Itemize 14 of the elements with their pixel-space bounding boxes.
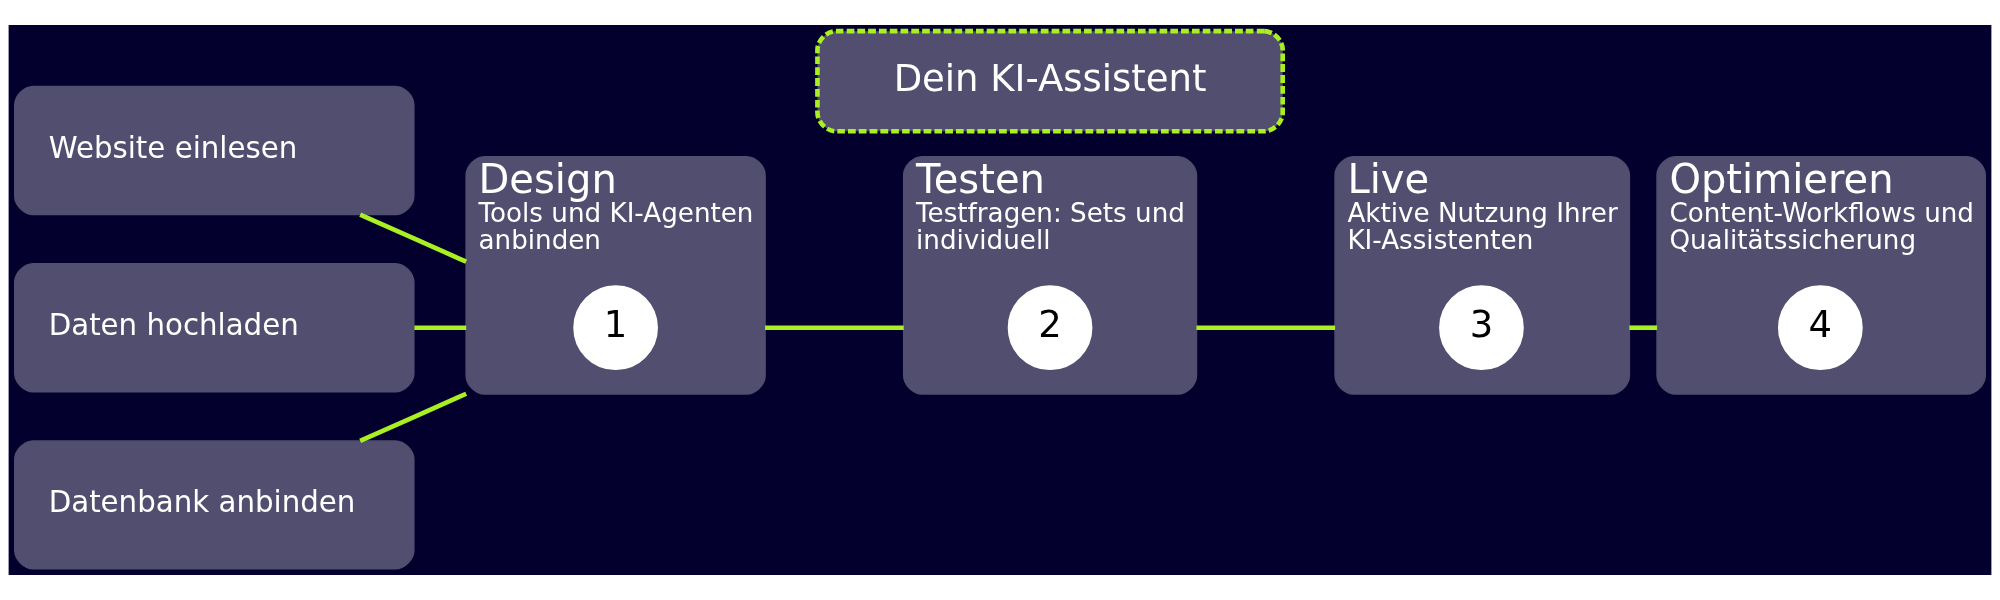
node-circle: 4 [1778,285,1863,371]
node-box: Datenbank anbinden [14,440,415,570]
connector [1196,325,1336,331]
node-box: Dein KI-Assistent [815,28,1285,134]
connector [359,212,468,264]
node-box: Daten hochladen [14,263,415,393]
node-circle: 1 [573,285,658,371]
connector [1629,325,1658,331]
connector [414,325,467,331]
connector [359,391,468,443]
connector [765,325,904,331]
node-circle: 2 [1007,285,1093,371]
node-box: Website einlesen [14,85,415,216]
node-circle: 3 [1439,285,1524,371]
